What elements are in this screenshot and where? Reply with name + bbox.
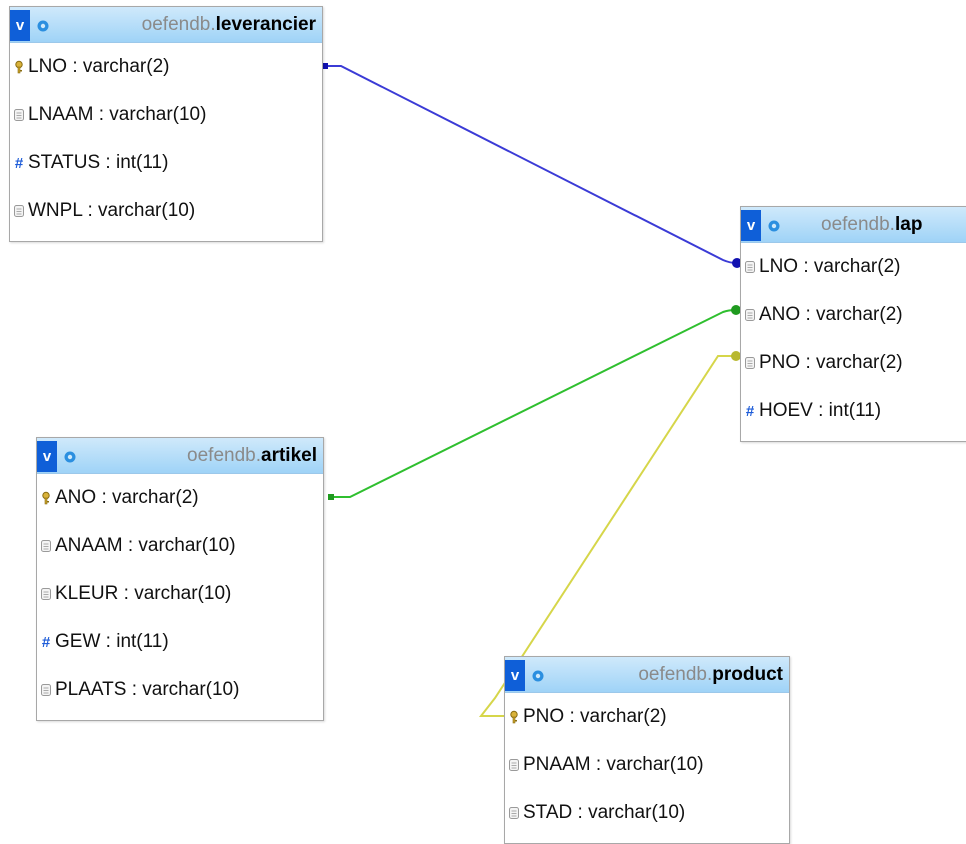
column-row[interactable]: #HOEV : int(11)	[741, 387, 966, 435]
column-row[interactable]: PNO : varchar(2)	[741, 339, 966, 387]
column-row[interactable]: #GEW : int(11)	[37, 618, 323, 666]
numeric-icon: #	[14, 154, 24, 172]
column-row[interactable]: WNPL : varchar(10)	[10, 187, 322, 235]
relation-end-marker	[731, 305, 741, 315]
table-product[interactable]: v oefendb.product PNO : varchar(2) PNAAM …	[504, 656, 790, 844]
database-name: oefendb.	[187, 445, 262, 466]
key-icon	[39, 491, 53, 505]
column-label: HOEV : int(11)	[759, 400, 882, 421]
column-label: KLEUR : varchar(10)	[55, 583, 232, 604]
column-label: PNAAM : varchar(10)	[523, 754, 704, 775]
column-label: PNO : varchar(2)	[759, 352, 903, 373]
numeric-icon: #	[41, 633, 51, 651]
column-label: STATUS : int(11)	[28, 152, 169, 173]
column-list: ANO : varchar(2) ANAAM : varchar(10) KLEUR…	[37, 474, 323, 714]
column-row[interactable]: STAD : varchar(10)	[505, 789, 789, 837]
table-header[interactable]: v oefendb.product	[505, 657, 789, 693]
column-row[interactable]: PNO : varchar(2)	[505, 693, 789, 741]
table-leverancier[interactable]: v oefendb.leverancier LNO : varchar(2)LN…	[9, 6, 323, 242]
column-icon	[12, 204, 26, 218]
column-label: ANO : varchar(2)	[759, 304, 903, 325]
column-row[interactable]: ANAAM : varchar(10)	[37, 522, 323, 570]
column-icon	[743, 308, 757, 322]
table-name: product	[712, 664, 783, 685]
relation-product-lap	[478, 355, 734, 717]
database-name: oefendb.	[141, 14, 216, 35]
column-row[interactable]: PLAATS : varchar(10)	[37, 666, 323, 714]
column-icon	[12, 108, 26, 122]
table-artikel[interactable]: v oefendb.artikel ANO : varchar(2) ANAAM …	[36, 437, 324, 721]
table-name: lap	[894, 214, 923, 235]
table-header[interactable]: v oefendb.lap	[741, 207, 966, 243]
table-name: leverancier	[215, 14, 316, 35]
column-row[interactable]: #STATUS : int(11)	[10, 139, 322, 187]
gear-icon[interactable]	[63, 450, 77, 464]
column-label: WNPL : varchar(10)	[28, 200, 196, 221]
column-icon	[743, 260, 757, 274]
column-row[interactable]: LNO : varchar(2)	[10, 43, 322, 91]
toggle-button[interactable]: v	[37, 441, 57, 472]
column-label: ANO : varchar(2)	[55, 487, 199, 508]
table-header[interactable]: v oefendb.leverancier	[10, 7, 322, 43]
column-list: PNO : varchar(2) PNAAM : varchar(10) STAD …	[505, 693, 789, 837]
column-row[interactable]: ANO : varchar(2)	[37, 474, 323, 522]
column-list: LNO : varchar(2) LNAAM : varchar(10) #STAT…	[10, 43, 322, 235]
column-label: LNO : varchar(2)	[759, 256, 901, 277]
key-icon	[507, 710, 521, 724]
table-title: oefendb.leverancier	[142, 7, 316, 43]
relation-leverancier-lap	[326, 65, 737, 264]
table-title: oefendb.artikel	[187, 438, 317, 474]
column-label: PNO : varchar(2)	[523, 706, 667, 727]
numeric-icon: #	[745, 402, 755, 420]
column-label: GEW : int(11)	[55, 631, 169, 652]
table-title: oefendb.lap	[821, 207, 922, 243]
relation-artikel-lap	[331, 309, 736, 498]
relation-end-marker	[322, 63, 328, 69]
column-label: LNO : varchar(2)	[28, 56, 170, 77]
table-title: oefendb.product	[638, 657, 783, 693]
column-icon	[507, 758, 521, 772]
gear-icon[interactable]	[36, 19, 50, 33]
column-row[interactable]: ANO : varchar(2)	[741, 291, 966, 339]
column-icon	[39, 539, 53, 553]
relation-end-marker	[328, 494, 334, 500]
table-name: artikel	[261, 445, 317, 466]
database-name: oefendb.	[821, 214, 895, 235]
column-label: LNAAM : varchar(10)	[28, 104, 207, 125]
column-row[interactable]: LNO : varchar(2)	[741, 243, 966, 291]
relation-end-marker	[732, 258, 742, 268]
column-label: ANAAM : varchar(10)	[55, 535, 236, 556]
column-icon	[743, 356, 757, 370]
column-row[interactable]: LNAAM : varchar(10)	[10, 91, 322, 139]
column-row[interactable]: PNAAM : varchar(10)	[505, 741, 789, 789]
column-icon	[39, 683, 53, 697]
database-name: oefendb.	[638, 664, 713, 685]
toggle-button[interactable]: v	[10, 10, 30, 41]
column-label: PLAATS : varchar(10)	[55, 679, 240, 700]
gear-icon[interactable]	[767, 219, 781, 233]
column-icon	[507, 806, 521, 820]
table-lap[interactable]: v oefendb.lap LNO : varchar(2) ANO : varc…	[740, 206, 966, 442]
gear-icon[interactable]	[531, 669, 545, 683]
column-list: LNO : varchar(2) ANO : varchar(2) PNO : va…	[741, 243, 966, 435]
column-row[interactable]: KLEUR : varchar(10)	[37, 570, 323, 618]
relation-end-marker	[731, 351, 741, 361]
key-icon	[12, 60, 26, 74]
column-icon	[39, 587, 53, 601]
toggle-button[interactable]: v	[505, 660, 525, 691]
table-header[interactable]: v oefendb.artikel	[37, 438, 323, 474]
column-label: STAD : varchar(10)	[523, 802, 686, 823]
toggle-button[interactable]: v	[741, 210, 761, 241]
